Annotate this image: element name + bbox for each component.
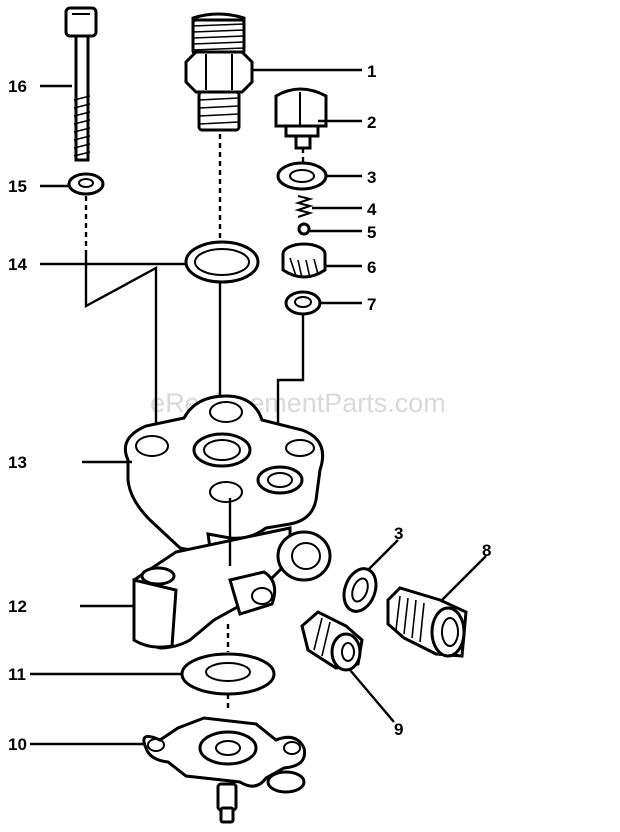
part-5-ball <box>297 222 362 236</box>
label-part-3-lower: 3 <box>394 524 403 543</box>
label-part-11: 11 <box>8 665 26 684</box>
part-4-spring <box>294 195 362 218</box>
label-part-13: 13 <box>8 453 27 472</box>
valve-axis-line-b <box>276 314 305 452</box>
part-6-valve-seat <box>281 242 362 279</box>
part-13-pump-body <box>82 394 325 552</box>
part-3-washer-lower <box>342 539 399 613</box>
label-part-1: 1 <box>367 62 376 81</box>
part-3-washer-upper <box>276 161 362 191</box>
label-part-2: 2 <box>367 113 376 132</box>
label-part-7: 7 <box>367 295 376 314</box>
label-part-8: 8 <box>482 541 491 560</box>
part-12-manifold-block <box>80 526 332 650</box>
part-11-gasket <box>30 652 276 696</box>
label-part-16: 16 <box>8 77 27 96</box>
label-part-12: 12 <box>8 597 27 616</box>
label-part-3-upper: 3 <box>367 168 376 187</box>
label-part-4: 4 <box>367 200 377 219</box>
part-15-washer <box>67 172 105 196</box>
label-part-15: 15 <box>8 177 27 196</box>
part-10-cover-plate <box>30 716 307 824</box>
part-2-plug <box>274 87 362 150</box>
part-14-o-ring <box>184 240 260 284</box>
label-part-5: 5 <box>367 223 376 242</box>
label-part-14: 14 <box>8 255 27 274</box>
label-part-10: 10 <box>8 735 27 754</box>
part-1-fitting <box>184 12 362 132</box>
part-8-inlet-fitting <box>386 555 487 658</box>
part-16-bolt <box>64 6 98 162</box>
part-9-nipple <box>300 610 395 723</box>
bolt-axis-line <box>84 196 158 440</box>
label-part-9: 9 <box>394 720 403 739</box>
part-7-seal <box>284 290 362 316</box>
label-part-6: 6 <box>367 258 376 277</box>
